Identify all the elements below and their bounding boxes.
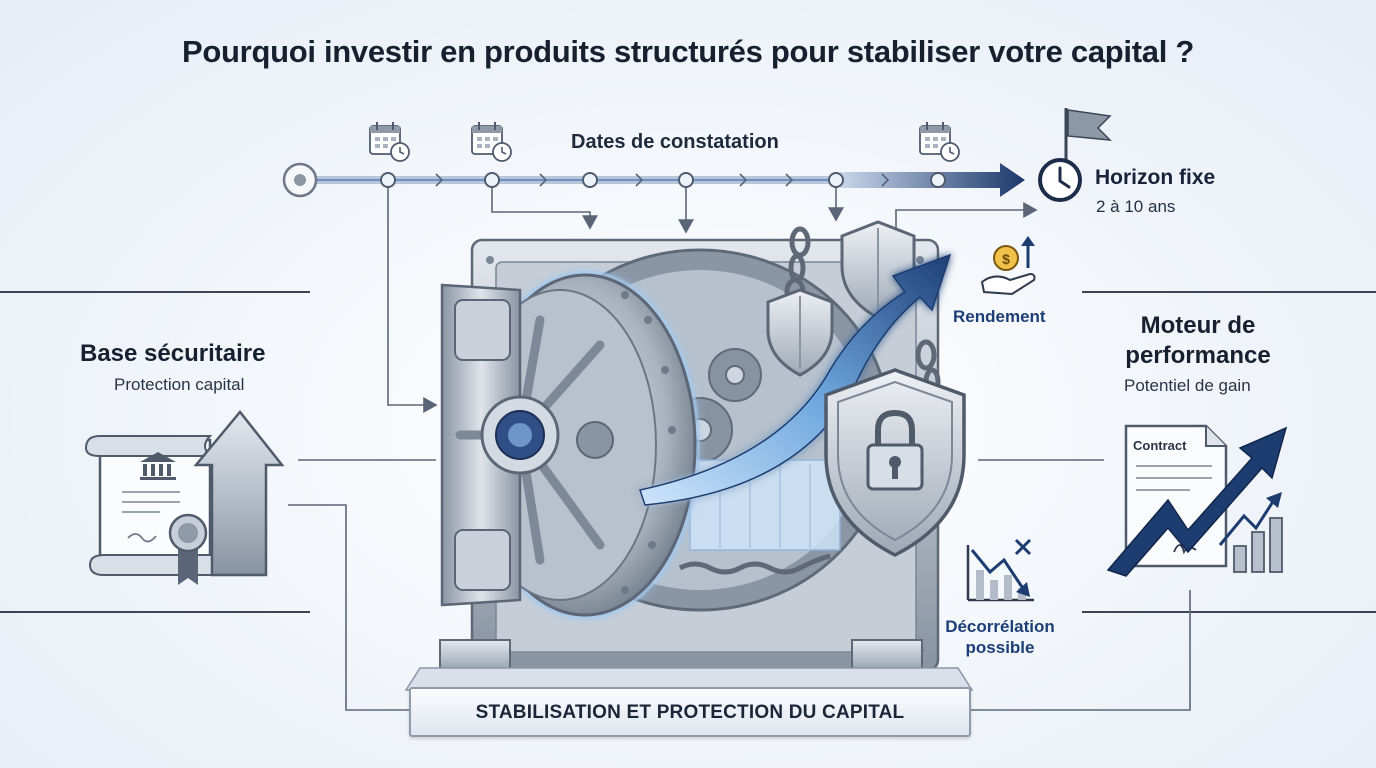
timeline-node	[678, 172, 694, 188]
growth-arrow-icon	[639, 253, 952, 506]
timeline-node	[828, 172, 844, 188]
flag-icon	[1064, 108, 1113, 162]
rendement-callout: Rendement	[953, 307, 1046, 326]
bottom-banner: STABILISATION ET PROTECTION DU CAPITAL	[409, 687, 971, 737]
calendar-clock-icon	[369, 122, 410, 162]
contract-label: Contract	[1133, 438, 1187, 453]
banner-text: STABILISATION ET PROTECTION DU CAPITAL	[475, 702, 905, 723]
vault-icon	[404, 238, 974, 691]
timeline-node	[484, 172, 500, 188]
clock-icon	[1038, 158, 1082, 202]
timeline-node	[582, 172, 598, 188]
coin-hand-icon: $	[980, 236, 1036, 296]
horizon-subtitle: 2 à 10 ans	[1096, 197, 1176, 216]
timeline	[282, 162, 1025, 198]
moteur-performance-subtitle: Potentiel de gain	[1124, 376, 1251, 395]
svg-text:$: $	[1002, 251, 1010, 267]
base-securitaire-subtitle: Protection capital	[114, 375, 245, 394]
growth-arrow-icon	[1106, 426, 1288, 577]
seal-icon	[168, 513, 208, 585]
timeline-label: Dates de constatation	[571, 131, 779, 153]
timeline-node	[380, 172, 396, 188]
bar-chart-icon	[1233, 517, 1283, 573]
combination-dial	[480, 395, 560, 475]
downtrend-chart-icon	[966, 538, 1034, 602]
calendar-clock-icon	[919, 121, 960, 162]
frame-lines	[0, 291, 1376, 613]
calendar-clock-icon	[471, 121, 512, 162]
up-arrow-icon	[193, 410, 285, 577]
timeline-node	[930, 172, 946, 188]
shield-icon	[766, 288, 834, 377]
padlock-shield-icon	[824, 368, 966, 557]
moteur-performance-title: Moteur de performance	[1125, 312, 1271, 369]
diploma-icon	[84, 435, 254, 576]
decorrelation-callout: Décorrélation possible	[945, 617, 1055, 657]
timeline-start-node	[282, 162, 318, 198]
page-title: Pourquoi investir en produits structurés…	[182, 34, 1194, 69]
base-securitaire-title: Base sécuritaire	[80, 340, 266, 367]
horizon-title: Horizon fixe	[1095, 166, 1216, 189]
bank-icon	[140, 452, 176, 480]
